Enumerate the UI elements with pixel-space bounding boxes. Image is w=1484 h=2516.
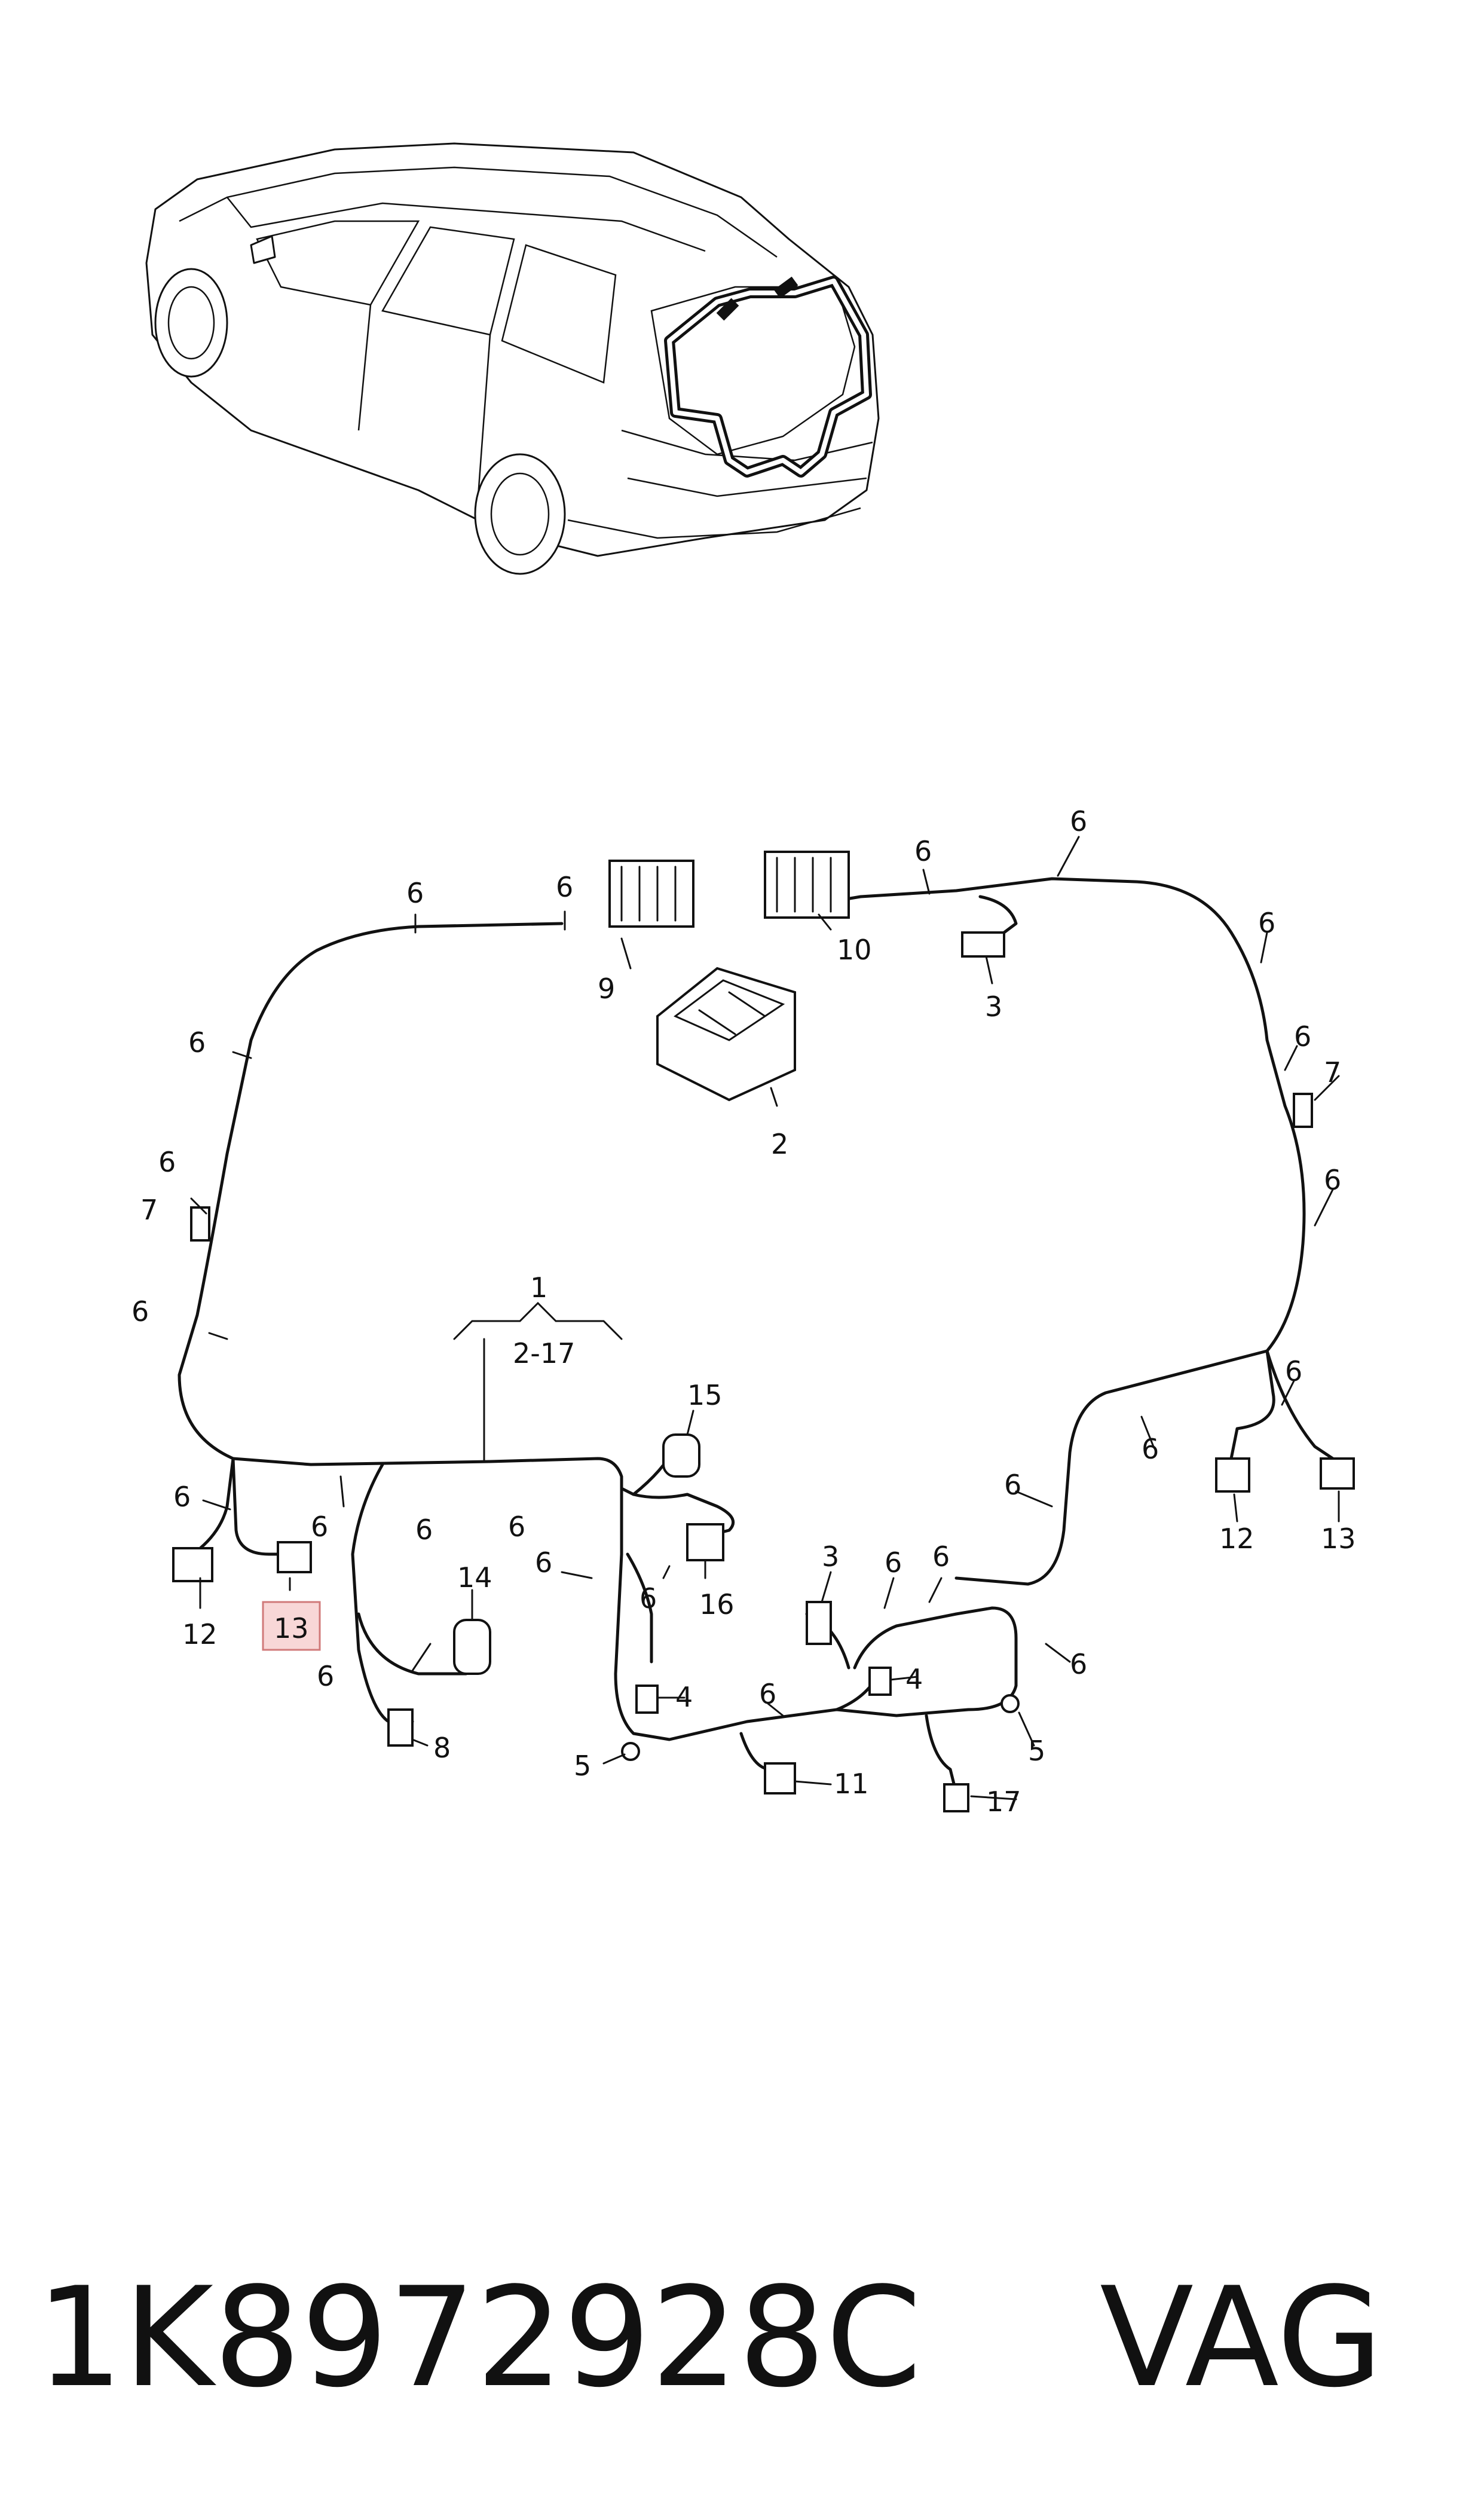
connector-15 <box>662 1433 700 1478</box>
connector-3-top <box>961 931 1005 958</box>
car-illustration <box>145 142 880 575</box>
callout-6: 6 <box>173 1481 191 1513</box>
highlighted-callout-13: 13 <box>274 1612 309 1644</box>
connector-4-right <box>868 1667 892 1696</box>
clip-7-right <box>1293 1093 1313 1128</box>
leader-lines <box>190 836 1340 1800</box>
callout-6: 6 <box>1070 1648 1087 1680</box>
bracket-range: 2-17 <box>513 1337 575 1369</box>
callout-6: 6 <box>311 1511 328 1543</box>
connector-12-left <box>172 1547 213 1582</box>
callout-12: 12 <box>182 1618 218 1650</box>
callout-4: 4 <box>675 1681 693 1713</box>
callout-11: 11 <box>834 1768 869 1800</box>
highlight-box <box>262 1601 321 1651</box>
sensor-14 <box>453 1619 491 1675</box>
callout-12: 12 <box>1219 1523 1254 1555</box>
holder-2 <box>656 967 796 1102</box>
callout-5: 5 <box>574 1750 591 1782</box>
callout-6: 6 <box>640 1582 657 1615</box>
callout-6: 6 <box>932 1540 950 1573</box>
bracket-label: 1 <box>530 1271 547 1304</box>
callout-9: 9 <box>598 973 615 1005</box>
callout-6: 6 <box>415 1514 433 1546</box>
callout-7: 7 <box>140 1194 158 1226</box>
callout-14: 14 <box>457 1561 492 1594</box>
brand-name: VAG <box>1100 2258 1383 2418</box>
parts <box>172 851 1355 1812</box>
callout-15: 15 <box>687 1379 723 1411</box>
connector-17 <box>943 1783 969 1812</box>
connector-3-lower <box>806 1601 832 1645</box>
callout-6: 6 <box>1294 1020 1311 1053</box>
callout-3: 3 <box>985 990 1002 1023</box>
callout-6: 6 <box>1258 907 1275 939</box>
callout-17: 17 <box>986 1786 1021 1818</box>
callout-5: 5 <box>1028 1735 1045 1767</box>
clip-7-left <box>190 1206 210 1242</box>
connector-10 <box>764 851 850 919</box>
callout-6: 6 <box>1285 1355 1302 1387</box>
grommet-5-right <box>1000 1694 1020 1713</box>
callout-6: 6 <box>1070 805 1087 837</box>
callout-3: 3 <box>822 1540 839 1573</box>
callout-6: 6 <box>759 1678 776 1710</box>
callout-4: 4 <box>905 1663 923 1695</box>
callout-16: 16 <box>699 1588 735 1621</box>
callout-6: 6 <box>914 835 932 867</box>
callout-6: 6 <box>1004 1469 1021 1501</box>
callout-2: 2 <box>771 1128 788 1160</box>
connector-11 <box>764 1762 796 1794</box>
grommet-5-left <box>621 1742 640 1761</box>
connector-13-right <box>1320 1457 1355 1490</box>
callout-6: 6 <box>406 877 424 909</box>
callout-13: 13 <box>1321 1523 1356 1555</box>
callout-10: 10 <box>837 934 872 966</box>
callout-labels: 6 6 9 10 6 6 3 2 6 6 7 6 6 7 6 6 6 6 12 … <box>131 805 1356 1818</box>
callout-6: 6 <box>188 1026 206 1059</box>
callout-7: 7 <box>1324 1056 1341 1089</box>
callout-6: 6 <box>317 1660 334 1692</box>
connector-12-right <box>1215 1457 1250 1493</box>
connector-4-left <box>635 1685 659 1714</box>
connector-9 <box>608 860 694 928</box>
callout-8: 8 <box>433 1732 451 1764</box>
callout-6: 6 <box>158 1146 176 1178</box>
callout-6: 6 <box>885 1546 902 1579</box>
callout-6: 6 <box>508 1511 525 1543</box>
connector-8 <box>387 1708 414 1747</box>
callout-6: 6 <box>1324 1164 1341 1196</box>
callout-6: 6 <box>556 871 573 903</box>
callout-6: 6 <box>535 1546 552 1579</box>
callout-6: 6 <box>131 1295 149 1328</box>
part-number: 1K8972928C <box>36 2258 922 2418</box>
callout-6: 6 <box>1142 1433 1159 1465</box>
connector-16 <box>686 1523 724 1561</box>
connector-13-left <box>277 1541 312 1573</box>
